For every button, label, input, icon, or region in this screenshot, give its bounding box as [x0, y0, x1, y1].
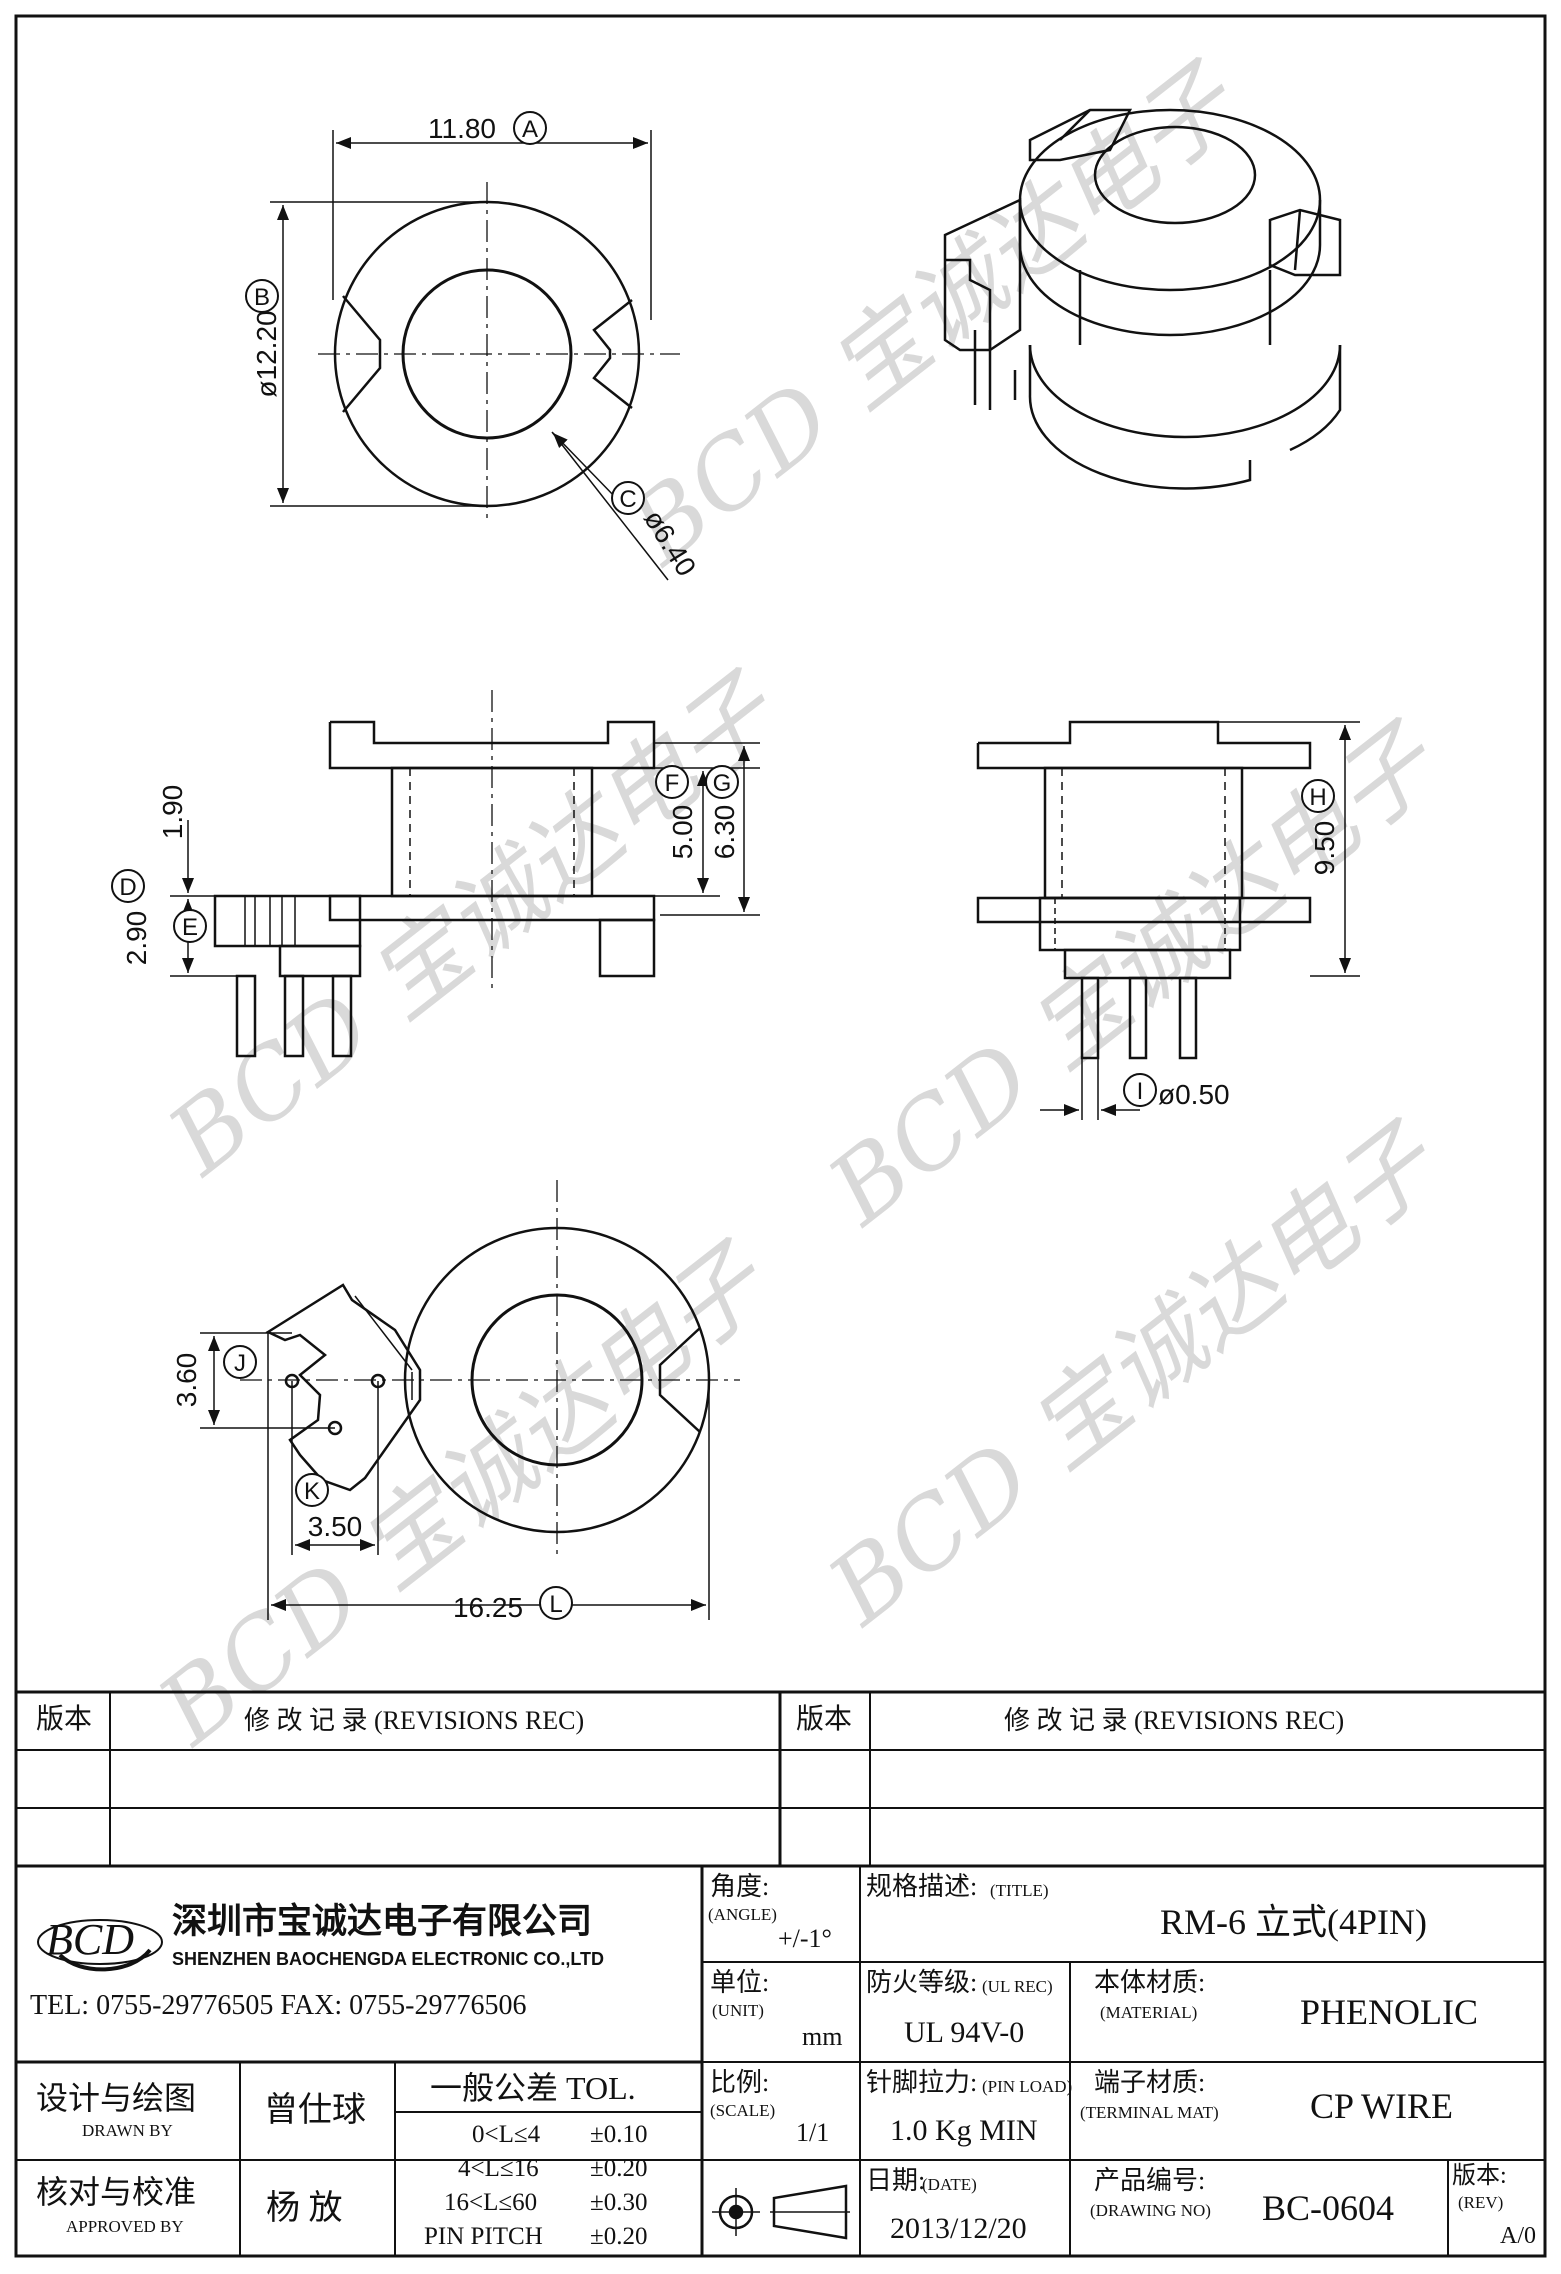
dim-c-letter: C [619, 486, 636, 513]
dim-h-value: 9.50 [1309, 821, 1340, 876]
title-block-grid [16, 1690, 1545, 2256]
dim-d-value: 2.90 [121, 911, 152, 966]
pin-load-label: 针脚拉力: [866, 2068, 978, 2097]
rev-label: 版本: [1452, 2163, 1507, 2189]
tolerance-value: ±0.20 [590, 2155, 648, 2182]
tolerance-range: 16<L≤60 [444, 2189, 538, 2216]
dim-f-letter: F [665, 770, 680, 797]
terminal-label: 端子材质: [1094, 2068, 1206, 2097]
approved-label-en: APPROVED BY [66, 2217, 184, 2236]
side-dims [1040, 721, 1360, 1120]
rev-header-left-title: 修 改 记 录 (REVISIONS REC) [244, 1706, 585, 1735]
drawn-label-en: DRAWN BY [82, 2121, 173, 2140]
angle-label: 角度: [710, 1872, 770, 1901]
approved-label: 核对与校准 [36, 2174, 197, 2210]
dim-c-value: ø6.40 [638, 504, 702, 581]
unit-label: 单位: [710, 1968, 770, 1997]
unit-label-en: (UNIT) [712, 2001, 764, 2020]
tolerance-range: 0<L≤4 [472, 2121, 541, 2148]
material-value: PHENOLIC [1300, 1992, 1478, 2032]
dim-k-value: 3.50 [308, 1511, 363, 1542]
dim-l-value: 16.25 [453, 1592, 523, 1623]
angle-label-en: (ANGLE) [708, 1905, 777, 1924]
rev-label-en: (REV) [1458, 2193, 1504, 2212]
ul-label: 防火等级: [866, 1968, 978, 1997]
ul-label-en: (UL REC) [982, 1977, 1053, 1996]
dim-d-letter: D [119, 874, 136, 901]
dim-a-letter: A [522, 116, 538, 143]
rev-header-right-title: 修 改 记 录 (REVISIONS REC) [1004, 1706, 1345, 1735]
scale-label-en: (SCALE) [710, 2101, 776, 2120]
tolerance-value: ±0.10 [590, 2121, 648, 2148]
dim-j-letter: J [234, 1350, 246, 1377]
top-view [318, 182, 680, 520]
tolerance-value: ±0.20 [590, 2223, 648, 2250]
title-value: RM-6 立式(4PIN) [1160, 1902, 1427, 1942]
approved-value: 杨 放 [266, 2190, 343, 2227]
date-value: 2013/12/20 [890, 2212, 1027, 2245]
dim-a-value: 11.80 [428, 113, 496, 144]
tolerance-value: ±0.30 [590, 2189, 648, 2216]
material-label-en: (MATERIAL) [1100, 2003, 1198, 2022]
drawn-value: 曾仕球 [264, 2092, 366, 2129]
dim-b-letter: B [254, 284, 270, 311]
side-view [976, 720, 1312, 1060]
bottom-dims [200, 1332, 710, 1620]
terminal-label-en: (TERMINAL MAT) [1080, 2103, 1219, 2122]
company-logo-text: BCD [46, 1915, 134, 1964]
pin-load-value: 1.0 Kg MIN [890, 2114, 1038, 2147]
dim-k-letter: K [304, 1478, 320, 1505]
dim-i-letter: I [1137, 1078, 1144, 1105]
dim-h-letter: H [1309, 784, 1326, 811]
dim-i-value: ø0.50 [1158, 1079, 1230, 1110]
dim-j-value: 3.60 [171, 1353, 202, 1408]
angle-value: +/-1° [778, 1924, 832, 1953]
material-label: 本体材质: [1094, 1968, 1206, 1997]
dim-g-letter: G [713, 770, 732, 797]
tolerance-header: 一般公差 TOL. [430, 2070, 636, 2106]
rev-header-left-ver: 版本 [36, 1704, 93, 1735]
dim-e-letter: E [182, 914, 198, 941]
tolerance-range: PIN PITCH [424, 2223, 543, 2250]
dim-g-value: 6.30 [709, 805, 740, 860]
dim-a [332, 130, 652, 320]
dim-d2-value: 1.90 [157, 785, 188, 840]
unit-value: mm [802, 2022, 843, 2051]
title-label-en: (TITLE) [990, 1881, 1049, 1900]
isometric-view [943, 108, 1342, 490]
scale-label: 比例: [710, 2068, 770, 2097]
drawing-no-label: 产品编号: [1094, 2166, 1206, 2195]
title-label: 规格描述: [866, 1872, 978, 1901]
dim-b [270, 201, 487, 507]
company-tel-fax: TEL: 0755-29776505 FAX: 0755-29776506 [30, 1990, 527, 2021]
drawing-no-label-en: (DRAWING NO) [1090, 2201, 1211, 2220]
projection-symbol-icon [712, 2184, 850, 2240]
pin-load-label-en: (PIN LOAD) [982, 2077, 1073, 2096]
terminal-value: CP WIRE [1310, 2086, 1454, 2126]
company-logo [37, 1919, 163, 1972]
scale-value: 1/1 [796, 2118, 830, 2147]
dim-l-letter: L [549, 1591, 562, 1618]
company-name-en: SHENZHEN BAOCHENGDA ELECTRONIC CO.,LTD [172, 1949, 604, 1969]
rev-value: A/0 [1500, 2223, 1536, 2249]
dim-f-value: 5.00 [667, 805, 698, 860]
rev-header-right-ver: 版本 [796, 1704, 853, 1735]
bottom-view [240, 1180, 740, 1560]
drawing-no-value: BC-0604 [1262, 2188, 1395, 2228]
dim-b-value: ø12.20 [251, 310, 282, 397]
drawn-label: 设计与绘图 [36, 2080, 197, 2116]
front-view [213, 690, 656, 1058]
tolerance-range: 4<L≤16 [458, 2155, 539, 2182]
ul-value: UL 94V-0 [904, 2016, 1025, 2049]
date-label-en: (DATE) [922, 2175, 977, 2194]
date-label: 日期: [866, 2166, 926, 2195]
company-name-cn: 深圳市宝诚达电子有限公司 [172, 1902, 593, 1941]
